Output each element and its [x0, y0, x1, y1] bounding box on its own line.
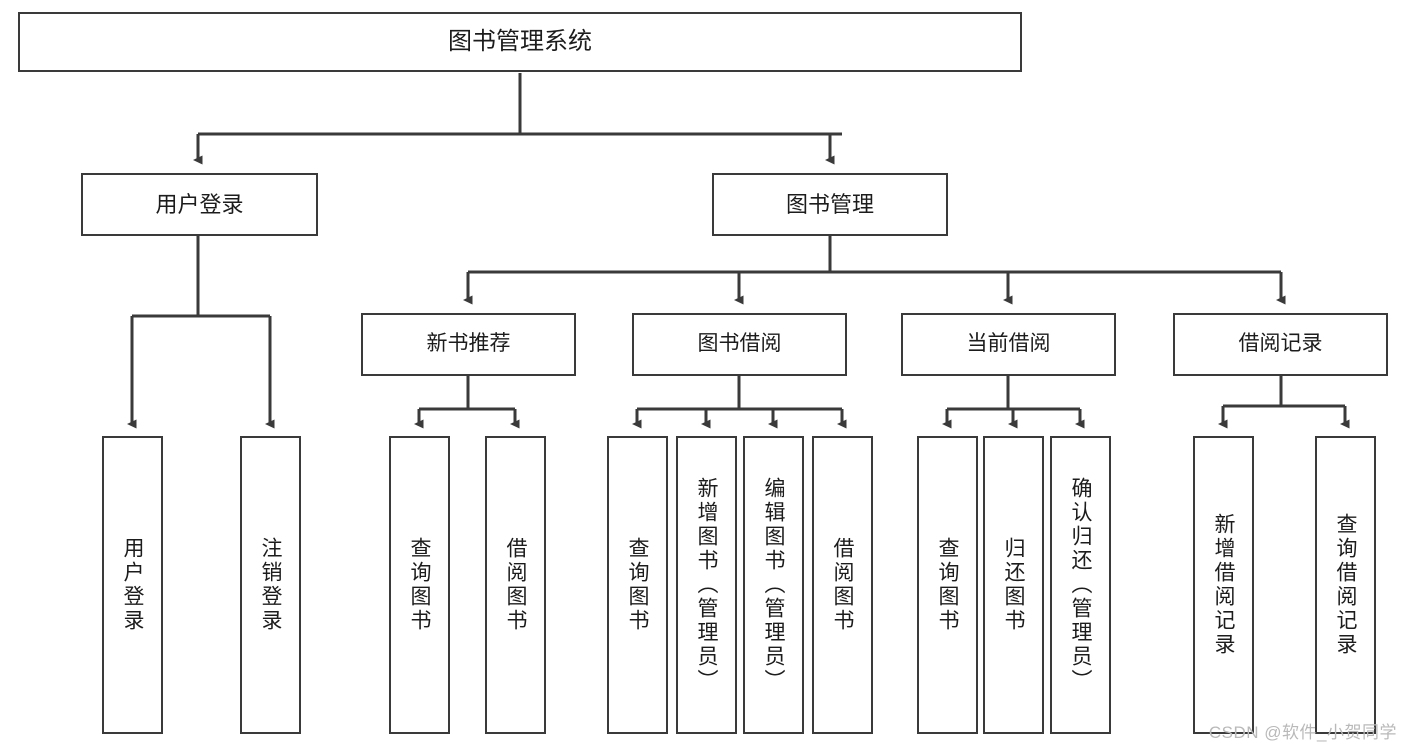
watermark-text: CSDN @软件_小贺同学	[1208, 723, 1397, 742]
node-book-borrow[interactable]: 图书借阅	[632, 313, 847, 376]
node-new-book-recommend[interactable]: 新书推荐	[361, 313, 576, 376]
node-label: 借阅图书	[831, 537, 854, 633]
node-root-system[interactable]: 图书管理系统	[18, 12, 1022, 72]
node-label: 编辑图书（管理员）	[762, 477, 785, 693]
node-label: 借阅记录	[1238, 332, 1323, 356]
leaf-user-login-signin[interactable]: 用户登录	[102, 436, 163, 734]
node-label: 当前借阅	[966, 332, 1051, 356]
leaf-current-borrow-return[interactable]: 归还图书	[983, 436, 1044, 734]
node-borrow-record[interactable]: 借阅记录	[1173, 313, 1388, 376]
node-label: 新增图书（管理员）	[695, 477, 718, 693]
leaf-new-book-query[interactable]: 查询图书	[389, 436, 450, 734]
leaf-current-borrow-confirm[interactable]: 确认归还（管理员）	[1050, 436, 1111, 734]
leaf-book-borrow-edit[interactable]: 编辑图书（管理员）	[743, 436, 804, 734]
node-label: 查询图书	[408, 537, 431, 633]
node-label: 用户登录	[121, 537, 144, 633]
node-label: 查询图书	[626, 537, 649, 633]
leaf-current-borrow-query[interactable]: 查询图书	[917, 436, 978, 734]
node-label: 用户登录	[155, 191, 244, 217]
leaf-borrow-record-add[interactable]: 新增借阅记录	[1193, 436, 1254, 734]
node-label: 查询借阅记录	[1334, 513, 1357, 657]
node-book-management[interactable]: 图书管理	[712, 173, 948, 236]
node-label: 图书借阅	[697, 332, 782, 356]
leaf-borrow-record-query[interactable]: 查询借阅记录	[1315, 436, 1376, 734]
leaf-user-login-signout[interactable]: 注销登录	[240, 436, 301, 734]
node-label: 新增借阅记录	[1212, 513, 1235, 657]
node-label: 新书推荐	[426, 332, 511, 356]
node-label: 借阅图书	[504, 537, 527, 633]
node-current-borrow[interactable]: 当前借阅	[901, 313, 1116, 376]
node-user-login[interactable]: 用户登录	[81, 173, 318, 236]
node-label: 注销登录	[259, 537, 282, 633]
node-label: 归还图书	[1002, 537, 1025, 633]
leaf-new-book-borrow[interactable]: 借阅图书	[485, 436, 546, 734]
leaf-book-borrow-query[interactable]: 查询图书	[607, 436, 668, 734]
node-label: 图书管理系统	[448, 27, 592, 55]
node-label: 图书管理	[785, 191, 874, 217]
leaf-book-borrow-lend[interactable]: 借阅图书	[812, 436, 873, 734]
leaf-book-borrow-add[interactable]: 新增图书（管理员）	[676, 436, 737, 734]
node-label: 查询图书	[936, 537, 959, 633]
node-label: 确认归还（管理员）	[1069, 477, 1092, 693]
